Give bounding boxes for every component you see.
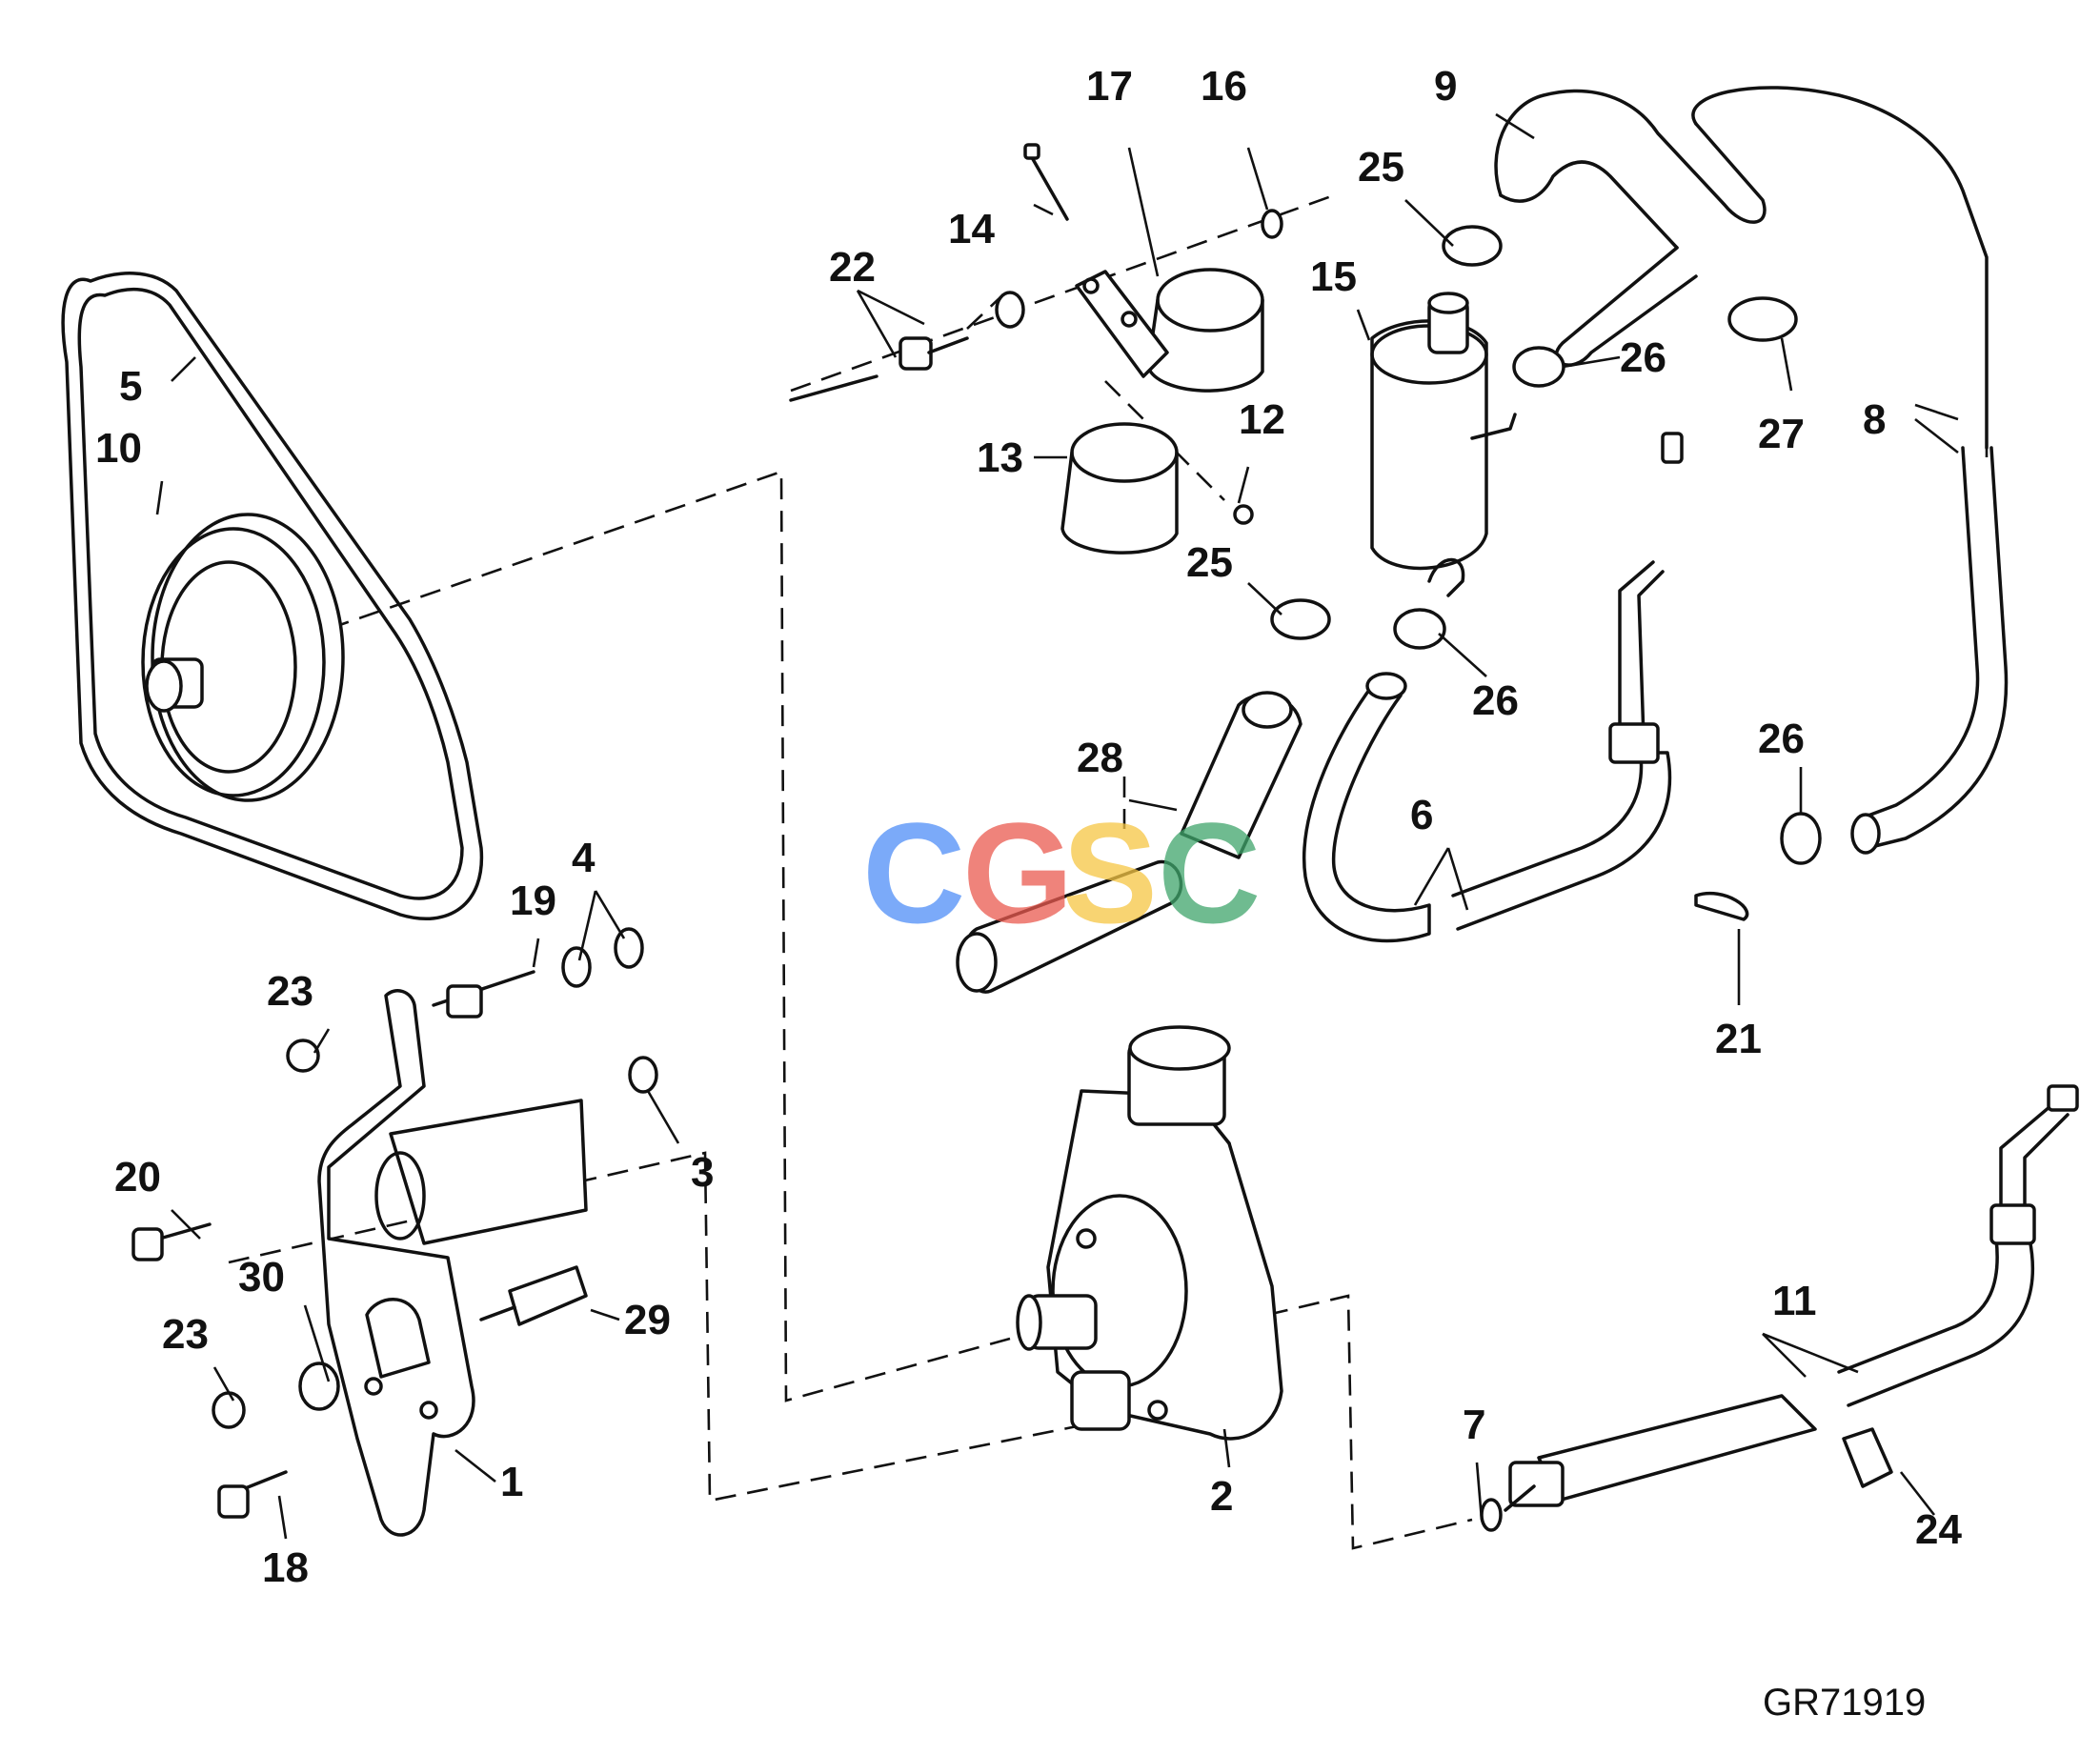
callout-7: 7	[1463, 1402, 1485, 1448]
callout-25: 25	[1186, 539, 1233, 586]
callout-29: 29	[624, 1297, 671, 1343]
fasteners	[131, 143, 1503, 1532]
mounting-bracket	[317, 989, 588, 1537]
callout-22: 22	[829, 244, 876, 291]
callout-2: 2	[1210, 1473, 1233, 1520]
hose-9	[1494, 86, 2009, 855]
callout-14: 14	[948, 206, 995, 252]
watermark-letter: G	[962, 793, 1074, 953]
callout-26: 26	[1620, 334, 1666, 381]
callout-30: 30	[238, 1254, 285, 1301]
band-clamp-17	[1146, 268, 1264, 393]
watermark-letter: C	[862, 793, 965, 953]
drive-belt	[61, 272, 484, 920]
callout-6: 6	[1410, 792, 1433, 838]
callout-23: 23	[267, 968, 313, 1015]
callout-19: 19	[510, 878, 556, 924]
pressure-line-11	[1504, 1084, 2079, 1512]
hose-28	[956, 691, 1302, 994]
callout-17: 17	[1086, 63, 1133, 110]
callout-11: 11	[1772, 1278, 1817, 1324]
callout-labels: 1 2 3 4 5 6 7 8 9 10 11 12 13 14 15 16 1…	[95, 63, 1962, 1591]
callout-21: 21	[1715, 1016, 1762, 1062]
callout-13: 13	[977, 434, 1023, 481]
figure-id: GR71919	[1763, 1682, 1926, 1724]
pulley	[141, 513, 345, 802]
callout-25: 25	[1358, 144, 1404, 191]
callout-18: 18	[262, 1544, 309, 1591]
filter-canister	[1370, 292, 1517, 597]
callout-26: 26	[1758, 716, 1805, 762]
callout-8: 8	[1863, 396, 1886, 443]
leader-lines	[155, 112, 1959, 1540]
callout-16: 16	[1201, 63, 1247, 110]
watermark-letter: C	[1158, 793, 1261, 953]
callout-4: 4	[572, 835, 596, 881]
callout-12: 12	[1239, 396, 1285, 443]
power-steering-pump	[1016, 1025, 1283, 1441]
cgsc-watermark-logo: C G S C	[862, 793, 1261, 953]
callout-26: 26	[1472, 677, 1519, 724]
callout-27: 27	[1758, 411, 1805, 457]
band-clamp-13	[1060, 422, 1179, 555]
callout-20: 20	[114, 1154, 161, 1200]
watermark-letter: S	[1062, 793, 1158, 953]
callout-5: 5	[119, 363, 142, 410]
callout-3: 3	[691, 1149, 714, 1196]
callout-24: 24	[1915, 1506, 1962, 1553]
callout-10: 10	[95, 425, 142, 472]
clamp-strap-17	[1075, 270, 1169, 378]
callout-23: 23	[162, 1311, 209, 1358]
callout-28: 28	[1077, 735, 1123, 781]
callout-9: 9	[1434, 63, 1457, 110]
callout-15: 15	[1310, 253, 1357, 300]
callout-1: 1	[500, 1459, 523, 1505]
hose-6	[1302, 432, 1684, 943]
